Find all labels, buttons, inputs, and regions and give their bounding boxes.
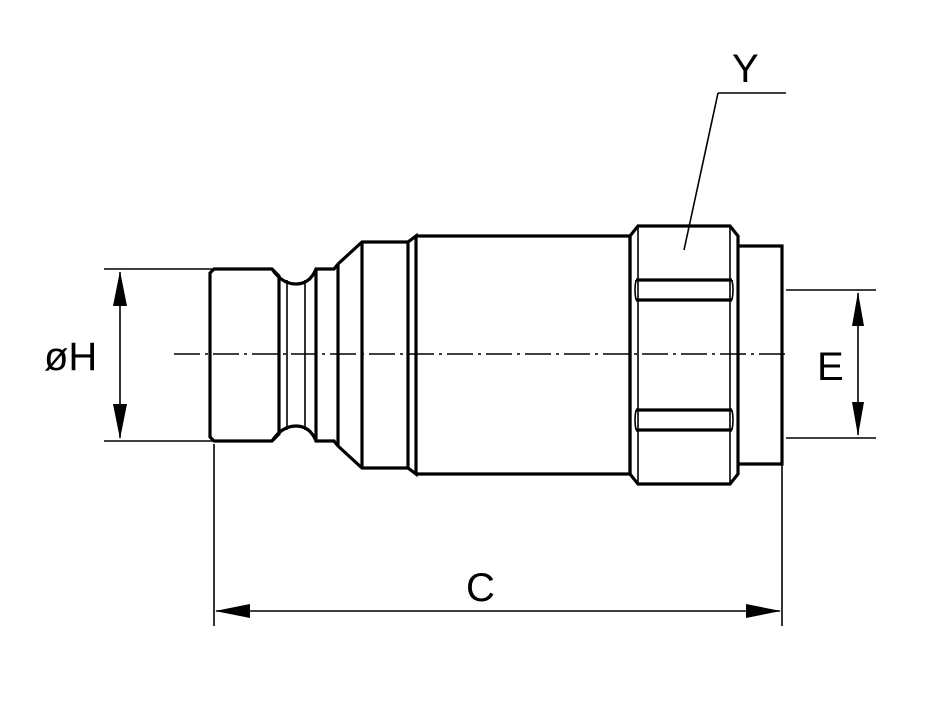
coupling-outline	[208, 224, 784, 486]
label-hex-y: Y	[732, 47, 759, 91]
dimension-arrows	[113, 271, 864, 618]
label-thread-e: E	[817, 345, 844, 389]
dimension-lines	[104, 92, 876, 626]
label-length-c: C	[466, 566, 495, 610]
label-diameter-h: øH	[44, 335, 97, 379]
